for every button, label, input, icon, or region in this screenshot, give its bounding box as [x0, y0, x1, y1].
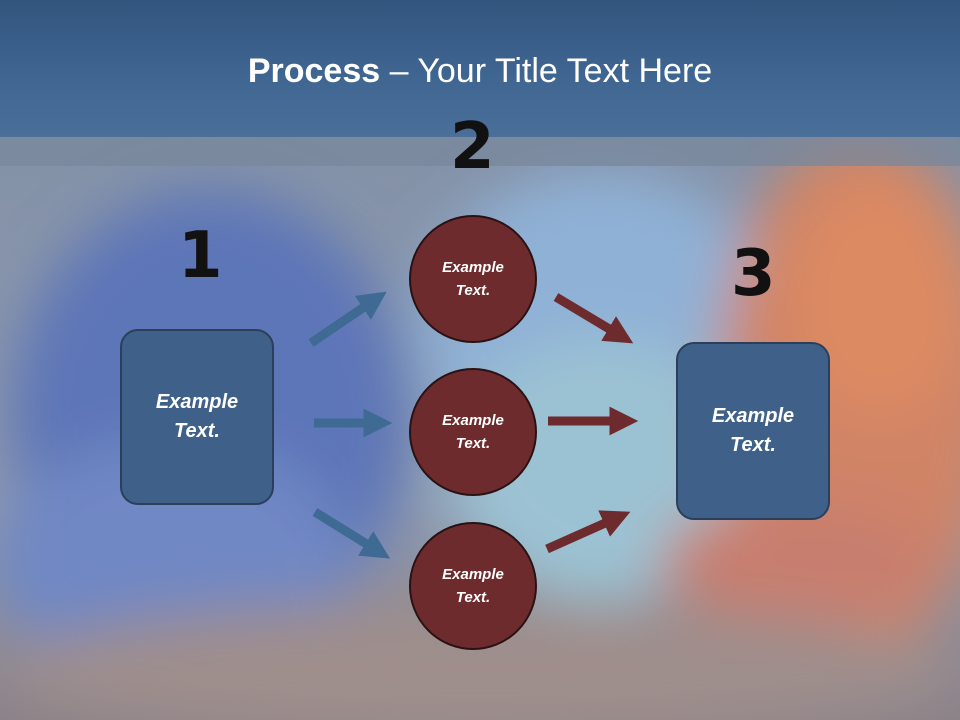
step2-circle-top: Example Text.: [409, 215, 537, 343]
step-number-1: 1: [178, 219, 223, 293]
arrow-to-bottom-circle: [312, 508, 391, 559]
step2-circle-bottom: Example Text.: [409, 522, 537, 650]
arrow-from-bottom-circle: [545, 510, 631, 554]
arrow-from-top-circle: [553, 293, 634, 344]
title-bold: Process: [247, 52, 381, 90]
title-rest: – Your Title Text Here: [380, 52, 713, 90]
step1-box: Example Text.: [120, 329, 274, 505]
step-number-3: 3: [731, 237, 776, 311]
title-bar-band: [0, 137, 960, 166]
step3-box: Example Text.: [676, 342, 830, 520]
slide-title: Process – Your Title Text Here: [0, 52, 960, 91]
title-bar: [0, 0, 960, 137]
step-number-2: 2: [450, 110, 495, 184]
arrow-to-top-circle: [308, 291, 387, 347]
step2-circle-middle: Example Text.: [409, 368, 537, 496]
